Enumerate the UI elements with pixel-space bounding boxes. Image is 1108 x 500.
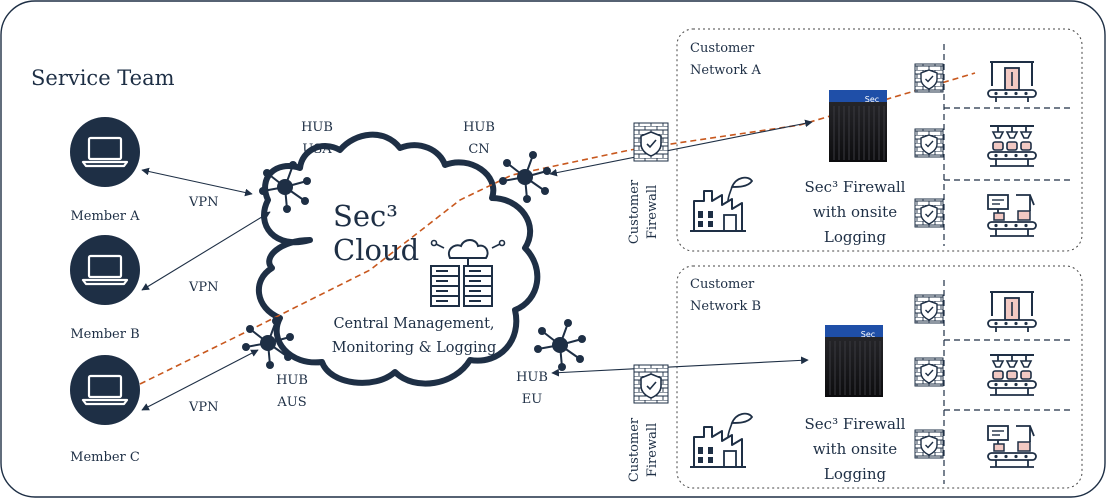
- link-hub-eu-network-b: [551, 356, 809, 377]
- machine-firewall-b3-icon: [914, 429, 944, 459]
- vpn-link-a: [141, 167, 253, 197]
- vpn-label-c: VPN: [189, 400, 219, 415]
- member-a-label: Member A: [70, 209, 140, 224]
- member-a-laptop-icon: [68, 115, 142, 189]
- service-team-title: Service Team: [31, 66, 175, 90]
- member-c-label: Member C: [70, 450, 140, 465]
- link-hub-cn-network-a: [549, 119, 813, 177]
- robot-arm-machine-b-icon: [985, 289, 1039, 333]
- machine-firewall-a3-icon: [914, 198, 944, 228]
- member-b-label: Member B: [70, 327, 140, 342]
- customer-firewall-a-icon: [633, 122, 669, 162]
- customer-network-b-box: [676, 265, 1083, 489]
- vpn-label-a: VPN: [189, 195, 219, 210]
- machine-firewall-a2-icon: [914, 128, 944, 158]
- machine-separators: [943, 44, 1070, 484]
- server-cloud-icon: [430, 239, 506, 307]
- customer-firewall-b-icon: [633, 364, 669, 404]
- member-c-laptop-icon: [68, 353, 142, 427]
- machine-firewall-b2-icon: [914, 357, 944, 387]
- cloud-subtitle: Central Management,Monitoring & Logging: [331, 316, 497, 356]
- member-b-laptop-icon: [68, 233, 142, 307]
- sec3-cloud-shape: [255, 131, 541, 387]
- robot-arm-machine-a-icon: [985, 59, 1039, 103]
- vpn-link-c: [141, 349, 259, 411]
- machine-firewall-b1-icon: [914, 294, 944, 324]
- machine-firewall-a1-icon: [914, 63, 944, 93]
- device-brand-b: Sec: [861, 330, 875, 339]
- vpn-label-b: VPN: [189, 280, 219, 295]
- vpn-link-b: [141, 211, 271, 291]
- device-brand-a: Sec: [865, 95, 879, 104]
